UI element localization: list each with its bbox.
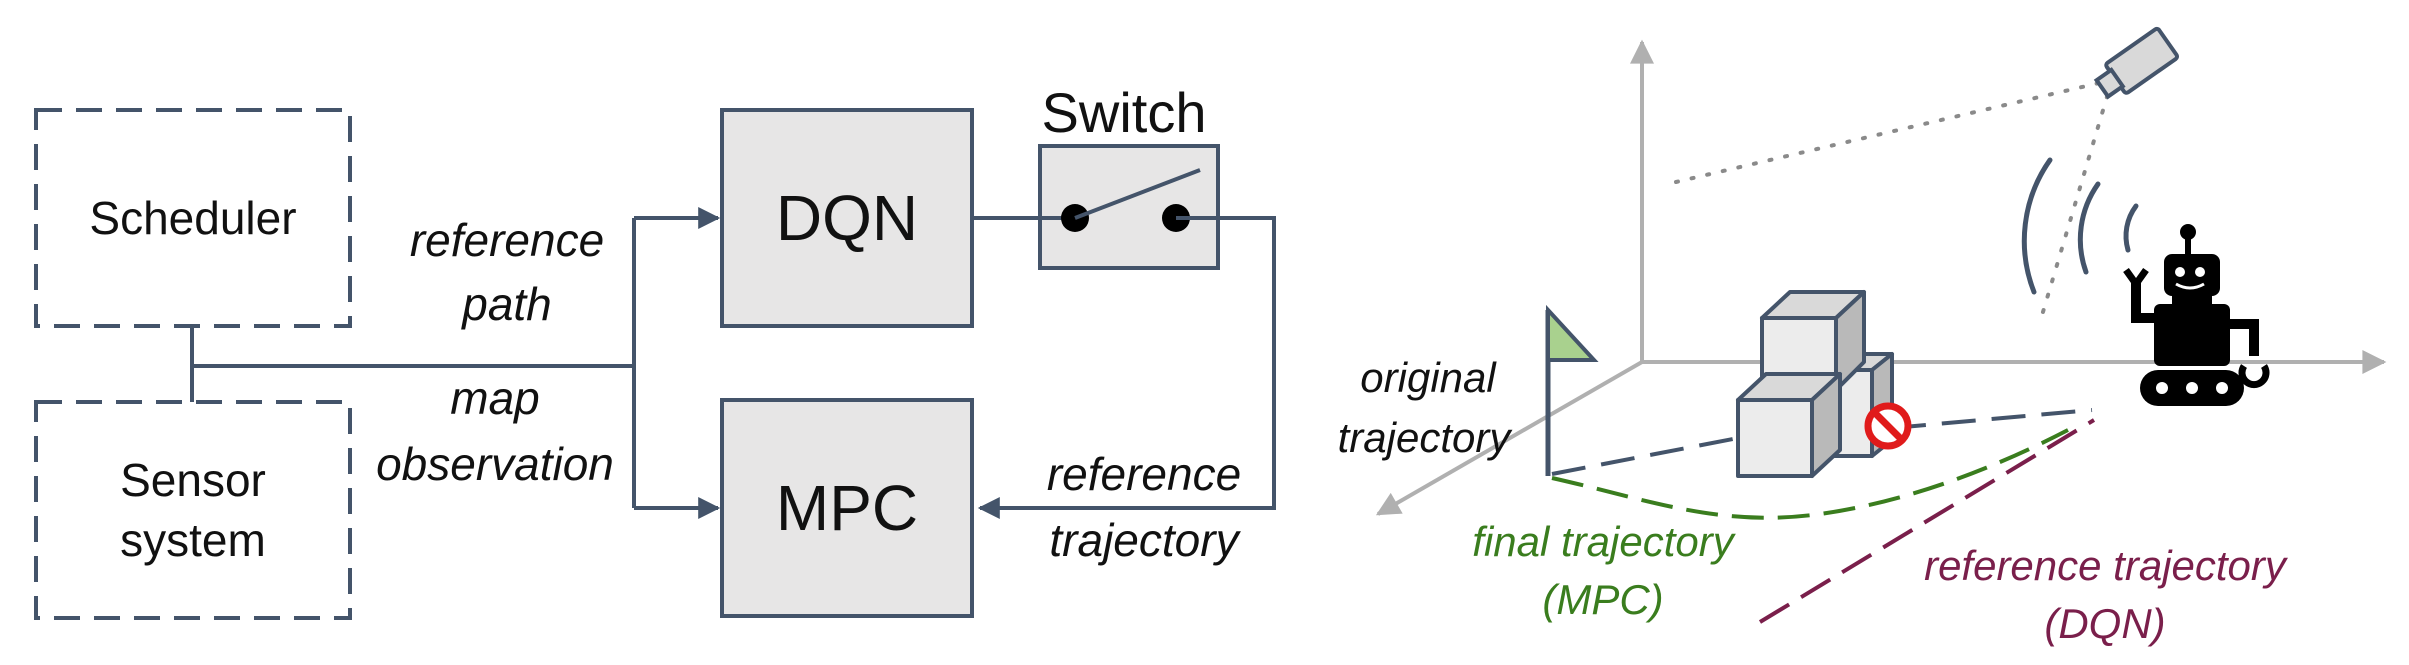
reference-trajectory-scene-label-line1: reference trajectory — [1924, 542, 2289, 589]
flag-icon — [1545, 304, 1599, 476]
block-diagram: Scheduler Sensor system reference path m… — [34, 81, 1276, 620]
reference-trajectory-label-line2: trajectory — [1049, 514, 1241, 566]
original-trajectory-path — [1551, 408, 2093, 476]
no-entry-icon — [1864, 402, 1912, 450]
map-observation-label-line1: map — [450, 372, 539, 424]
reference-trajectory-scene-label-line2: (DQN) — [2044, 600, 2165, 647]
camera-sightline-down — [2038, 78, 2114, 324]
robot-icon — [2123, 224, 2270, 406]
map-observation-label-line2: observation — [376, 438, 614, 490]
mpc-label: MPC — [776, 472, 918, 544]
dqn-box — [720, 108, 974, 328]
sensor-system-box — [34, 400, 352, 620]
wireless-signal-icon — [2021, 157, 2139, 295]
final-trajectory-path — [1551, 428, 2069, 520]
reference-path-label-line2: path — [460, 278, 552, 330]
obstacle-cubes-icon — [1736, 290, 1894, 478]
scene-illustration: original trajectory final trajectory (MP… — [1338, 26, 2387, 647]
reference-trajectory-label-line1: reference — [1047, 448, 1241, 500]
original-trajectory-label-line2: trajectory — [1338, 414, 1514, 461]
final-trajectory-label-line2: (MPC) — [1542, 576, 1663, 623]
axis-depth — [1375, 360, 1643, 516]
sensor-system-label-line1: Sensor — [120, 454, 266, 506]
camera-sightline — [1674, 78, 2114, 184]
mpc-box — [720, 398, 974, 618]
scheduler-label: Scheduler — [89, 192, 296, 244]
dqn-label: DQN — [776, 182, 918, 254]
original-trajectory-label-line1: original — [1360, 354, 1497, 401]
sensor-system-label-line2: system — [120, 514, 266, 566]
camera-icon — [2093, 26, 2179, 100]
switch-feedback-line — [977, 216, 1276, 519]
switch-label: Switch — [1042, 81, 1207, 144]
reference-path-label-line1: reference — [410, 214, 604, 266]
switch-lever — [1074, 168, 1201, 220]
reference-trajectory-path — [1758, 418, 2096, 624]
final-trajectory-label-line1: final trajectory — [1472, 518, 1736, 565]
